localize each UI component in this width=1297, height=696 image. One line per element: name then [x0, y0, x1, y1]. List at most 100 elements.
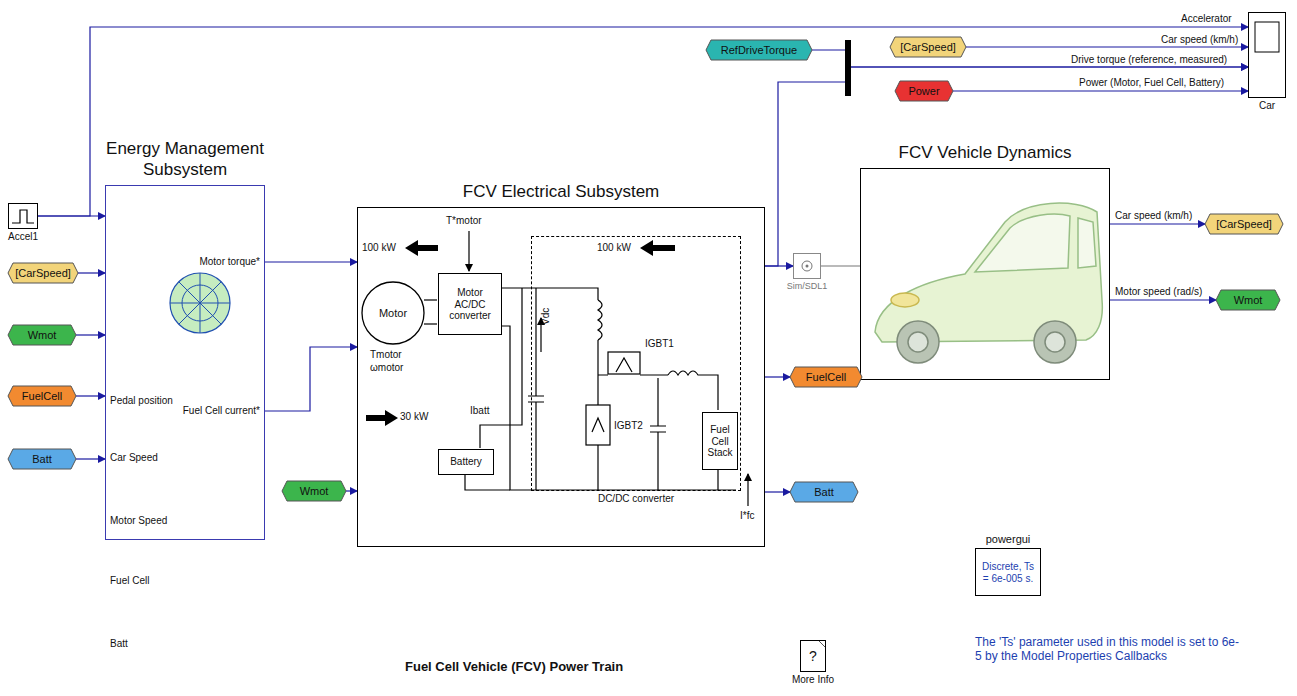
signal-label: Drive torque (reference, measured) [1070, 54, 1228, 66]
from-tag: [CarSpeed] [890, 37, 966, 57]
converter-icon [802, 261, 812, 271]
annotation: IGBT2 [614, 420, 643, 432]
fuel-cell-block: Fuel Cell Stack [702, 412, 738, 470]
powergui-block: powerguiDiscrete, Ts = 6e-005 s. [975, 548, 1041, 596]
annotation: Tmotor [370, 349, 402, 361]
circuit-wiring [424, 231, 748, 506]
power-arrow [405, 240, 438, 256]
node-text: Wmot [1218, 294, 1278, 307]
annotation: IGBT1 [645, 338, 674, 350]
node-text: [CarSpeed] [10, 267, 76, 280]
car-illustration [875, 203, 1102, 363]
signal-line [265, 261, 357, 262]
battery-block: Battery [438, 449, 494, 475]
node-text: DC/DC converter [502, 493, 770, 505]
annotation: Vdc [540, 308, 552, 325]
annotation: 30 kW [400, 411, 428, 423]
signal-line [1110, 299, 1216, 300]
annotation: Ibatt [470, 405, 489, 417]
signal-line [765, 376, 790, 377]
converter-block: Sim/SDL1 [793, 253, 821, 279]
goto-tag: Batt [790, 482, 858, 502]
from-tag: Wmot [8, 325, 76, 345]
signal-line [346, 490, 357, 491]
from-tag: RefDriveTorque [706, 40, 812, 60]
signal-line [821, 265, 860, 266]
signal-line [76, 458, 105, 459]
node-text: FCV Electrical Subsystem [328, 182, 794, 202]
converter-region: DC/DC converterFuel Cell Stack [531, 236, 741, 491]
node-text: Fuel Cell Stack [704, 424, 736, 459]
annotation: 100 kW [597, 242, 631, 254]
signal-line [1110, 223, 1205, 224]
node-text: FuelCell [792, 371, 860, 384]
annotation: 100 kW [362, 242, 396, 254]
subsystem-block: FCV Electrical SubsystemMotorMotor AC/DC… [357, 207, 765, 547]
node-text: Pedal position [110, 395, 173, 407]
diagram-title: Fuel Cell Vehicle (FCV) Power Train [405, 660, 623, 675]
node-text: Wmot [10, 329, 74, 342]
heading: Energy Management Subsystem [96, 138, 274, 181]
heading: powergui [946, 533, 1070, 546]
annotation: The 'Ts' parameter used in this model is… [975, 636, 1240, 664]
signal-label: Car speed (km/h) [1160, 34, 1239, 46]
signal-label: Motor speed (rad/s) [1114, 286, 1203, 298]
node-text: Motor AC/DC converter [441, 287, 499, 322]
node-text: Discrete, Ts = 6e-005 s. [978, 561, 1038, 584]
from-tag: Wmot [282, 481, 346, 501]
signal-label: Car speed (km/h) [1114, 210, 1193, 222]
node-text: FCV Vehicle Dynamics [831, 143, 1139, 163]
node-text: More Info [771, 674, 855, 686]
power-arrow [366, 410, 398, 426]
signal-line [38, 27, 1248, 216]
from-tag: [CarSpeed] [8, 263, 78, 283]
node-text: Power [897, 85, 951, 98]
goto-tag: Wmot [1216, 290, 1280, 310]
node-text: ? [803, 648, 823, 664]
signal-line [76, 334, 105, 335]
motor-symbol: Motor [361, 281, 425, 345]
annotation: T*motor [446, 215, 482, 227]
node-text: Accel1 [0, 231, 67, 243]
signal-line [765, 491, 790, 492]
node-text: [CarSpeed] [1207, 218, 1281, 231]
mux-bar [845, 40, 851, 96]
subsystem-block: Energy Management SubsystemPedal positio… [105, 185, 265, 540]
node-text: Fuel Cell current* [183, 405, 260, 417]
signal-line [953, 90, 1248, 91]
signal-line [812, 50, 1248, 67]
node-text: Battery [441, 456, 491, 468]
node-text: Car Speed [110, 452, 158, 464]
node-text: Sim/SDL1 [764, 281, 850, 291]
signal-line [966, 46, 1248, 47]
chart-icon [170, 273, 230, 333]
signal-line [78, 272, 105, 273]
node-text: Wmot [284, 485, 344, 498]
node-text: FuelCell [10, 390, 74, 403]
signal-line [76, 395, 105, 396]
signal-label: Accelerator [1180, 13, 1233, 25]
from-tag: FuelCell [8, 386, 76, 406]
goto-tag: [CarSpeed] [1205, 214, 1283, 234]
node-text: RefDriveTorque [708, 44, 810, 57]
node-text: Batt [792, 486, 856, 499]
annotation: I*fc [740, 510, 754, 522]
scope-block: Car [1248, 12, 1286, 98]
from-tag: Batt [8, 449, 76, 469]
converter-block: Motor AC/DC converter [438, 273, 502, 335]
power-arrow [640, 240, 675, 256]
node-text: [CarSpeed] [892, 41, 964, 54]
subsystem-block: FCV Vehicle Dynamics [860, 168, 1110, 380]
annotation: ωmotor [370, 362, 403, 374]
signal-label: Power (Motor, Fuel Cell, Battery) [1078, 77, 1225, 89]
goto-tag: FuelCell [790, 367, 862, 387]
node-text: Motor torque* [199, 256, 260, 268]
node-text: Motor [363, 307, 423, 320]
node-text: Car [1219, 100, 1297, 112]
step-icon [12, 210, 34, 223]
node-text: Batt [110, 638, 128, 650]
step-source: Accel1 [8, 203, 38, 229]
info-block: ?More Info [800, 640, 826, 672]
from-tag: Power [895, 81, 953, 101]
